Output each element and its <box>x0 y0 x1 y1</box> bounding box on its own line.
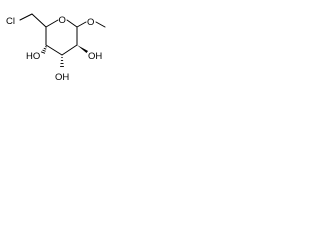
bond-c1-omethyl <box>76 21 87 28</box>
methoxy-group <box>76 21 106 28</box>
bond-c5-o5 <box>45 19 59 28</box>
wedge-bond-c2-oh <box>77 45 88 53</box>
chloromethyl-group <box>19 13 47 28</box>
bond-c3-c4 <box>45 44 63 56</box>
bond-o5-c1 <box>66 19 78 28</box>
oh-label-c2: OH <box>88 51 102 62</box>
chemical-structure-diagram: Cl O O HO OH OH <box>6 13 106 83</box>
bond-c5-c6 <box>31 13 47 28</box>
hashed-bond-c4-ho <box>40 46 47 54</box>
bond-omethyl-ch3 <box>95 21 106 28</box>
bond-c6-cl <box>19 13 33 21</box>
hashed-bond-c3-oh <box>60 57 64 67</box>
ring-oxygen-label: O <box>59 15 66 26</box>
chlorine-label: Cl <box>6 16 15 27</box>
methoxy-oxygen-label: O <box>87 17 94 28</box>
pyranose-ring <box>45 19 78 56</box>
bond-c2-c3 <box>61 44 78 56</box>
ho-label-c4: HO <box>26 51 40 62</box>
oh-label-c3: OH <box>55 72 69 83</box>
